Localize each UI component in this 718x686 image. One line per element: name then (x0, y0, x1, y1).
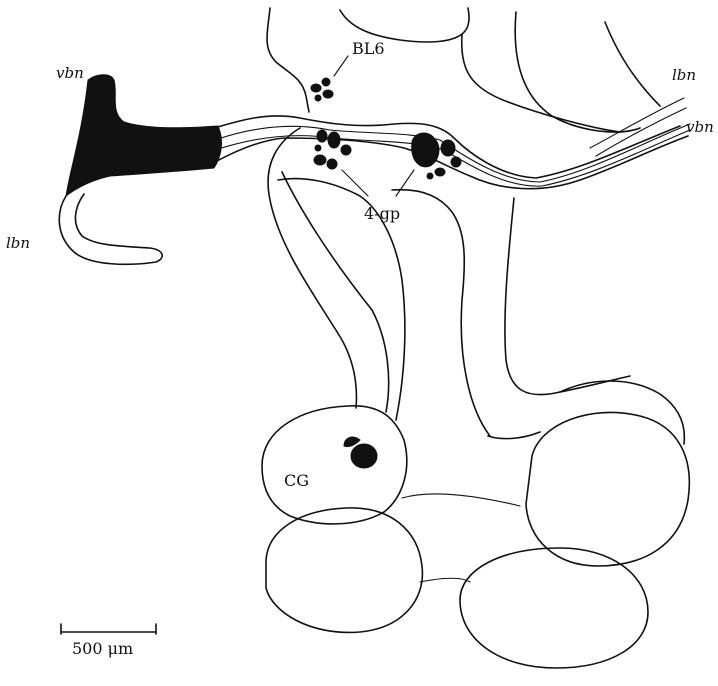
upper-right-outline (267, 8, 309, 112)
ganglion-right-lobe (526, 412, 689, 566)
scale-bar: 500 μm (61, 624, 156, 658)
commissure-top (402, 494, 520, 506)
bl6-cell-1 (311, 84, 321, 92)
gp-cell-3 (314, 155, 326, 165)
gp-leader-right (396, 170, 414, 196)
gp-cell-5 (341, 145, 351, 155)
cg-cell (344, 437, 377, 468)
bl6-cell-2 (322, 78, 330, 86)
connective-left-outer (268, 128, 356, 408)
gp-cell-4 (327, 159, 337, 169)
commissure-bottom (420, 578, 470, 582)
upper-right-arch (515, 12, 640, 132)
bl6-cell-3 (323, 90, 333, 98)
bl6-cell-4 (315, 95, 321, 101)
gp-cell-2 (328, 132, 340, 148)
connective-right (505, 198, 630, 395)
bl6-label: BL6 (352, 39, 385, 58)
lbn-left-cut-nerve (59, 194, 162, 264)
cg-label: CG (284, 471, 309, 490)
upper-central-lobe-inner (462, 34, 620, 132)
bl6-leader (334, 56, 348, 76)
connective-right-2 (488, 432, 540, 439)
gp-cell-1 (317, 130, 327, 142)
gp-cell-9 (435, 168, 445, 176)
bl6-cell-cluster (311, 78, 333, 101)
ganglion-lower-left-lobe (266, 508, 422, 633)
ganglion-left-lobe (262, 406, 407, 524)
lbn-branch-right-1 (590, 98, 684, 148)
vbn-right-label: vbn (686, 118, 714, 136)
gp-cell-large (412, 133, 439, 167)
upper-central-lobe (340, 8, 469, 42)
gp-cell-7 (441, 140, 455, 156)
vbn-left-label: vbn (56, 64, 84, 82)
four-gp-label: 4-gp (364, 204, 400, 223)
cg-cell-body (351, 444, 377, 468)
connective-center (392, 190, 490, 436)
gp-cell-10 (427, 173, 433, 179)
lbn-left-label: lbn (6, 234, 30, 252)
four-gp-cluster-left (314, 130, 351, 169)
lbn-right-label: lbn (672, 66, 696, 84)
far-right-edge (605, 22, 660, 106)
gp-cell-6 (315, 145, 321, 151)
scale-bar-label: 500 μm (72, 639, 133, 658)
ganglion-lower-right-lobe (460, 548, 648, 668)
vbn-left-cut-nerve (66, 75, 221, 196)
gp-leader-left (342, 170, 368, 196)
gp-cell-8 (451, 157, 461, 167)
